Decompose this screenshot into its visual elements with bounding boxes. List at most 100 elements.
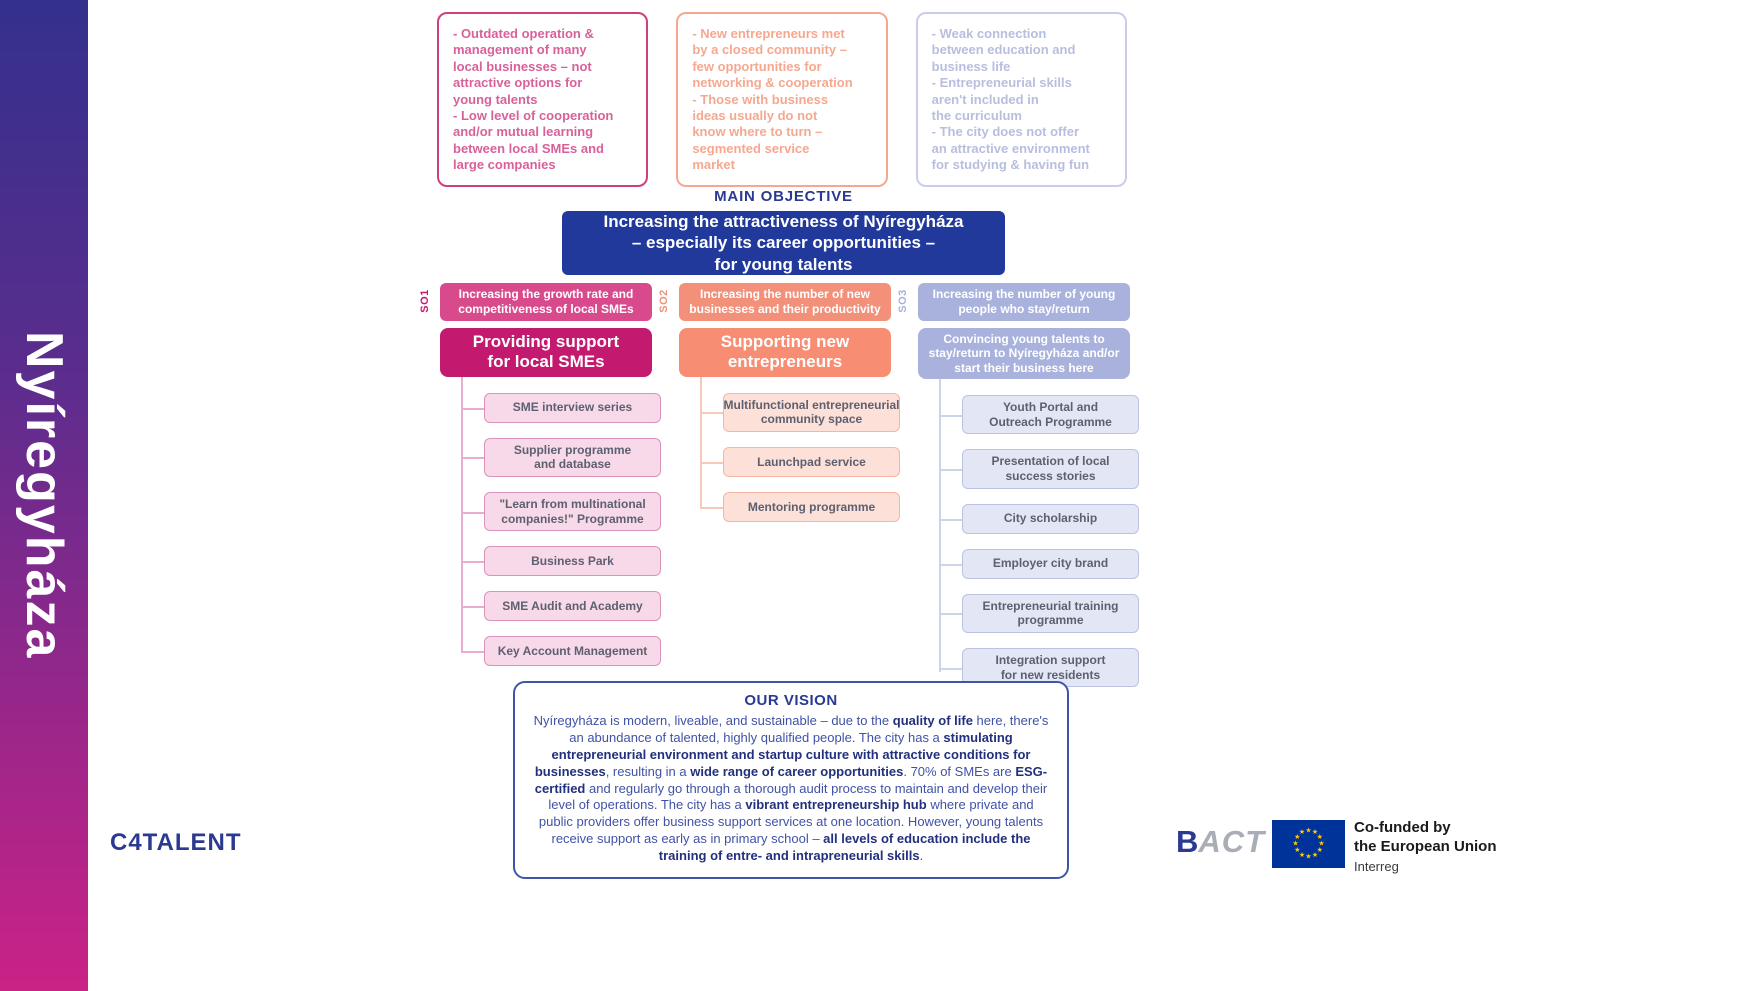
so-label-text: SO1 <box>419 289 432 313</box>
problem-line: and/or mutual learning <box>453 124 594 140</box>
objective-line: Increasing the growth rate and <box>458 287 634 301</box>
vision-text-segment: Nyíregyháza is modern, liveable, and sus… <box>533 713 893 728</box>
so-label: SO2 <box>653 283 675 319</box>
vision-text-segment: and regularly go through a thorough audi… <box>548 780 1048 813</box>
vision-text: Nyíregyháza is modern, liveable, and sus… <box>533 713 1049 865</box>
problem-line: - New entrepreneurs met <box>692 26 845 41</box>
so-label-text: SO3 <box>897 289 910 313</box>
item-line: Employer city brand <box>992 556 1109 571</box>
problem-line: between local SMEs and <box>453 140 604 156</box>
tree-item: Employer city brand <box>939 548 1139 579</box>
objective-line: people who stay/return <box>958 302 1090 316</box>
problem-line: ideas usually do not <box>692 107 818 123</box>
eu-funding-text: Co-funded by the European Union Interreg <box>1354 819 1497 874</box>
action-item: SME Audit and Academy <box>484 591 661 622</box>
main-objective-box: Increasing the attractiveness of Nyíregy… <box>562 211 1005 275</box>
tree-item: Business Park <box>461 546 661 577</box>
item-line: for new residents <box>1000 667 1101 682</box>
action-title-line: Convincing young talents to <box>943 332 1105 346</box>
problem-line: between education and <box>931 42 1076 58</box>
problem-line: few opportunities for <box>692 58 822 74</box>
vision-bold-text: quality of life <box>892 713 973 728</box>
vision-bold-text: ESG-certified <box>534 763 1048 796</box>
problem-line: large companies <box>453 157 556 172</box>
item-line: Youth Portal and <box>1002 400 1099 415</box>
vision-text-segment: where private and public providers offer… <box>538 797 1044 847</box>
item-line: programme <box>1017 613 1084 628</box>
item-line: Key Account Management <box>497 643 648 658</box>
tree-item: Key Account Management <box>461 636 661 667</box>
vision-text-segment: . <box>919 848 924 864</box>
bact-logo-act: ACT <box>1198 824 1266 859</box>
item-line: Business Park <box>531 553 614 568</box>
main-objective-label: MAIN OBJECTIVE <box>714 188 853 205</box>
eu-star-icon: ★ <box>1294 833 1300 841</box>
action-item: Launchpad service <box>723 447 900 478</box>
problem-line: by a closed community – <box>692 42 847 58</box>
vision-text-segment: . 70% of SMEs are <box>903 763 1016 779</box>
tree-item: Mentoring programme <box>700 492 900 523</box>
item-line: Integration support <box>995 652 1106 667</box>
item-line: and database <box>534 457 611 472</box>
item-line: Launchpad service <box>757 454 866 469</box>
eu-cofunded-line2: the European Union <box>1354 837 1497 855</box>
objective-line: Increasing the number of new <box>699 287 871 301</box>
objective-line: businesses and their productivity <box>689 302 881 316</box>
bact-logo-b: B <box>1176 824 1199 859</box>
problem-line: - Weak connection <box>931 26 1047 41</box>
c4talent-logo: C4TALENT <box>110 829 242 856</box>
problem-line: - Low level of cooperation <box>453 107 614 123</box>
eu-star-icon: ★ <box>1294 846 1300 854</box>
tree-item: SME Audit and Academy <box>461 591 661 622</box>
item-line: success stories <box>1005 469 1096 484</box>
item-line: SME Audit and Academy <box>502 598 643 613</box>
text-line: – especially its career opportunities – <box>631 233 936 253</box>
problem-line: for studying & having fun <box>931 157 1090 172</box>
action-item: Key Account Management <box>484 636 661 667</box>
action-item: City scholarship <box>962 503 1139 534</box>
problem-line: - The city does not offer <box>931 124 1079 140</box>
problem-line: an attractive environment <box>931 140 1090 156</box>
eu-star-icon: ★ <box>1305 827 1311 835</box>
action-item: Business Park <box>484 546 661 577</box>
item-line: Entrepreneurial training <box>982 598 1119 613</box>
problem-line: young talents <box>453 91 538 107</box>
objective-line: Increasing the number of young <box>932 287 1116 301</box>
interreg-label: Interreg <box>1354 858 1399 874</box>
tree-item: Launchpad service <box>700 447 900 478</box>
problem-line: - Outdated operation & <box>453 26 594 41</box>
action-title-line: stay/return to Nyíregyháza and/or <box>928 346 1120 361</box>
so-label: SO3 <box>892 283 914 319</box>
item-line: SME interview series <box>512 400 633 415</box>
action-item: SME interview series <box>484 392 661 423</box>
problem-box-sme-problems: - Outdated operation &management of many… <box>437 12 649 188</box>
item-line: "Learn from multinational <box>499 497 646 512</box>
problem-line: - Entrepreneurial skills <box>931 75 1072 91</box>
action-title-line: entrepreneurs <box>727 352 843 372</box>
item-line: Multifunctional entrepreneurial <box>723 397 900 412</box>
vision-bold-text: vibrant entrepreneurship hub <box>745 797 927 813</box>
objective-line: competitiveness of local SMEs <box>458 302 634 316</box>
